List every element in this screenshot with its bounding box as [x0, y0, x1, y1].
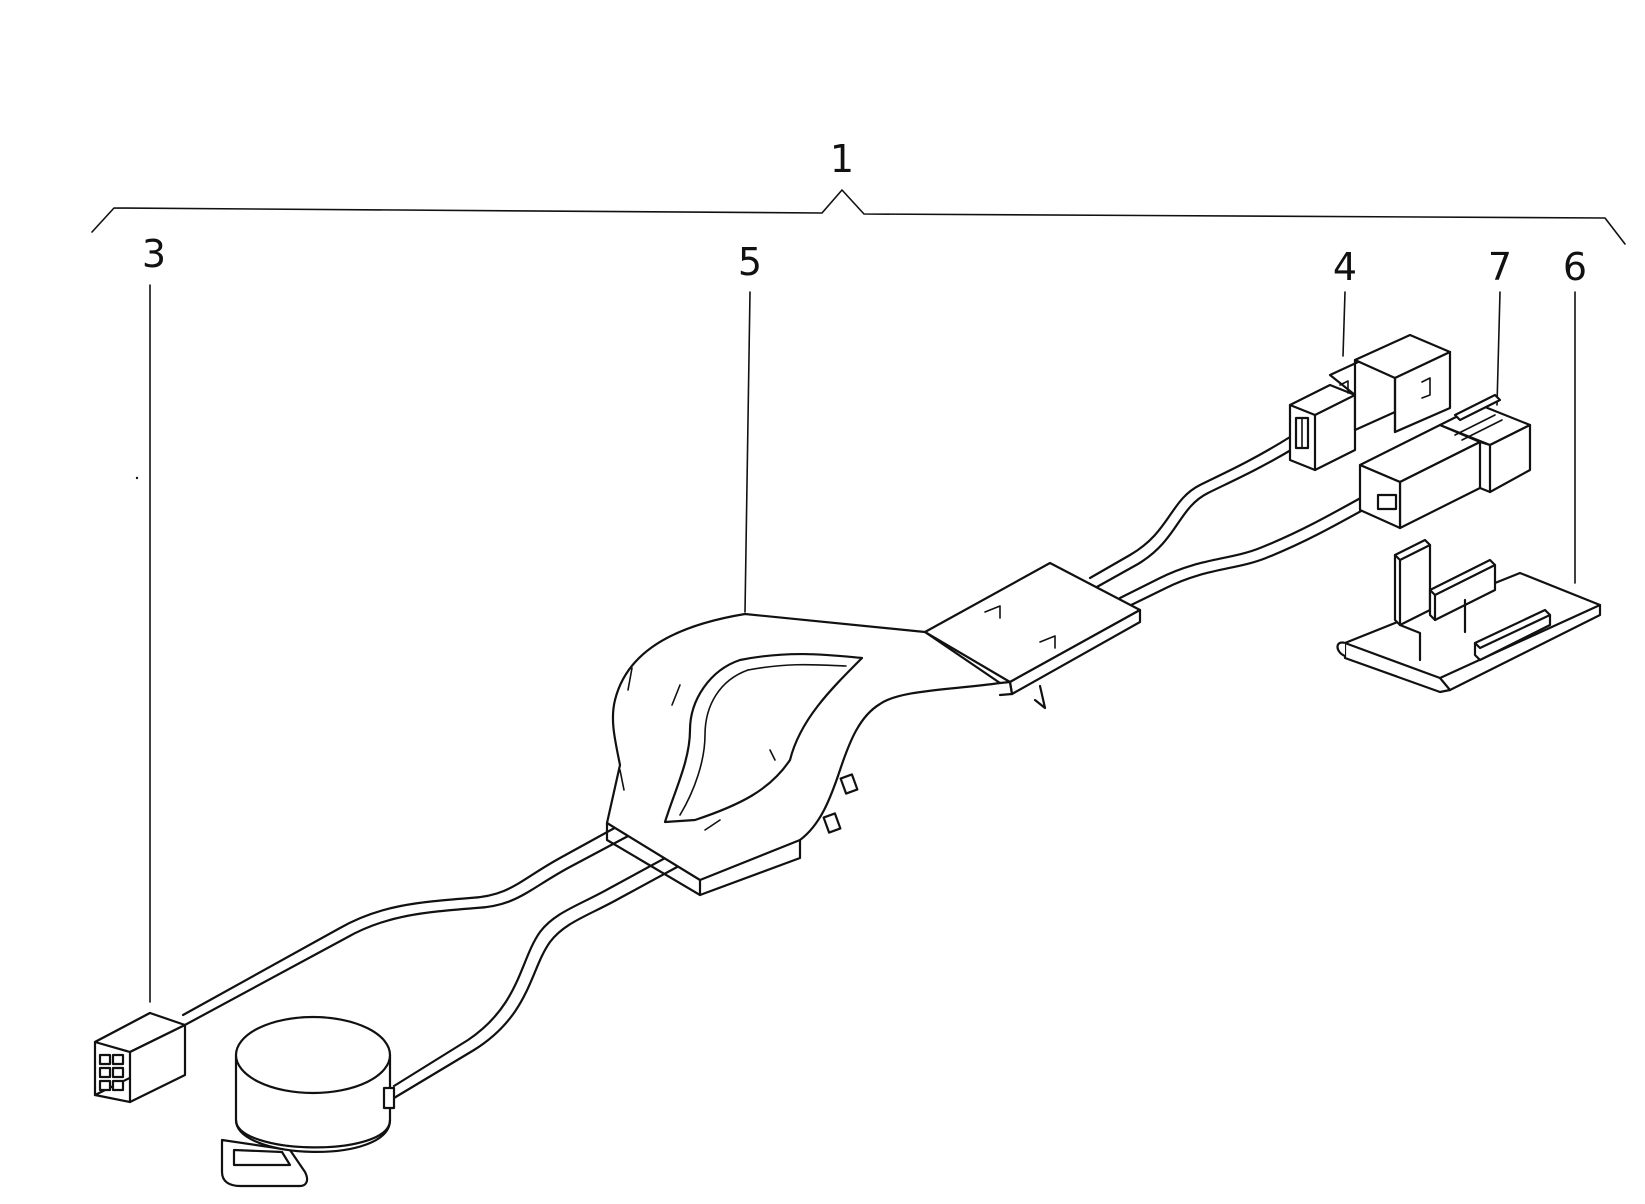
- buzzer: [220, 1015, 396, 1188]
- callout-1: 1: [830, 137, 854, 181]
- leader-line-7: [1496, 291, 1501, 406]
- wire-to-connector-4: [1088, 435, 1298, 590]
- leader-line-5: [744, 291, 751, 613]
- wire-to-buzzer: [392, 848, 692, 1100]
- junction-clip: [923, 561, 1142, 710]
- callout-6: 6: [1563, 245, 1587, 289]
- mounting-bracket-6: [1336, 538, 1602, 694]
- leader-line-4: [1342, 291, 1346, 357]
- callout-7: 7: [1488, 245, 1512, 289]
- callout-3: 3: [142, 232, 166, 276]
- wire-to-connector-7: [1118, 488, 1383, 610]
- harness-sleeve: [605, 612, 1002, 897]
- connector-4: [1288, 333, 1452, 472]
- speck-mark: [135, 476, 139, 480]
- connector-3: [93, 1011, 187, 1104]
- assembly-brace: [91, 189, 1626, 245]
- wire-to-connector-3: [181, 823, 632, 1028]
- connector-7: [1358, 393, 1532, 530]
- callout-4: 4: [1333, 245, 1357, 289]
- callout-5: 5: [738, 240, 762, 284]
